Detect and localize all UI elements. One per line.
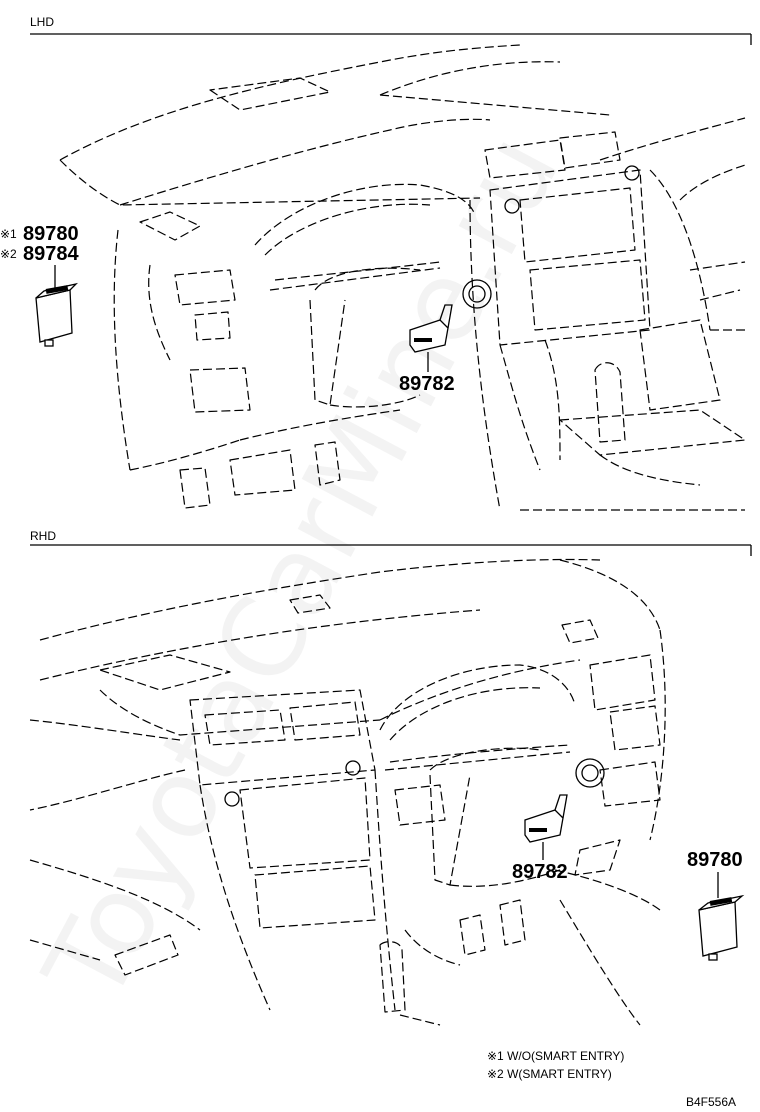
note-2: ※2 W(SMART ENTRY) xyxy=(487,1067,612,1081)
section-label-lhd: LHD xyxy=(30,15,54,29)
lhd-section: LHD xyxy=(0,15,752,511)
rhd-dashboard-drawing xyxy=(29,558,666,1026)
lhd-control-module xyxy=(35,265,79,347)
part-number-rhd-unit: 89780 xyxy=(687,849,743,871)
note-1: ※1 W/O(SMART ENTRY) xyxy=(487,1049,624,1063)
section-label-rhd: RHD xyxy=(30,529,56,543)
lhd-primary-mark: ※1 xyxy=(0,227,17,241)
part-number-lhd-primary: 89780 xyxy=(23,223,79,245)
lhd-sensor-bracket xyxy=(409,304,453,372)
part-number-lhd-sensor: 89782 xyxy=(399,373,455,395)
figure-code: B4F556A xyxy=(686,1095,736,1109)
lhd-secondary-mark: ※2 xyxy=(0,247,17,261)
rhd-sensor-bracket xyxy=(524,794,568,860)
watermark: ToyotaCarMine.ru xyxy=(19,114,584,1023)
rhd-control-module xyxy=(698,872,745,961)
part-number-lhd-secondary: 89784 xyxy=(23,243,79,265)
part-number-rhd-sensor: 89782 xyxy=(512,861,568,883)
notes: ※1 W/O(SMART ENTRY) ※2 W(SMART ENTRY) B4… xyxy=(487,1049,736,1109)
rhd-section: RHD xyxy=(29,529,752,1026)
lhd-dashboard-drawing xyxy=(59,44,746,511)
